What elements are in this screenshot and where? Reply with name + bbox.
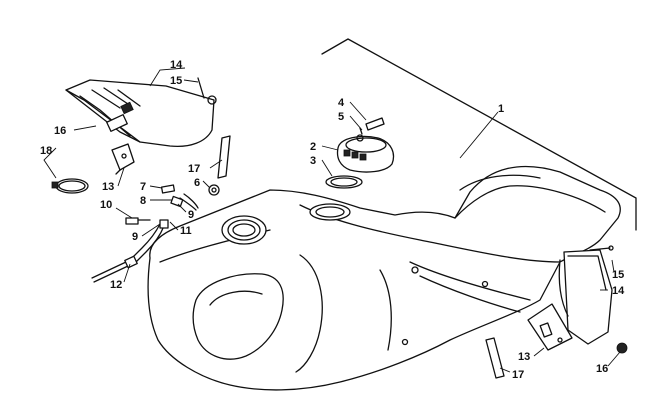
seal-ring [325, 175, 363, 189]
callout-1: 1 [498, 103, 504, 115]
callout-4: 4 [338, 97, 345, 109]
callout-8: 8 [140, 195, 146, 207]
callout-16-right: 16 [596, 363, 608, 375]
callout-17-right: 17 [512, 369, 524, 381]
callout-labels: 1 2 3 4 5 6 7 8 9 9 10 11 12 13 13 14 14… [40, 59, 625, 381]
assembly-bracket [321, 38, 637, 231]
strap-left [217, 135, 231, 179]
hose-clamp [51, 178, 89, 194]
callout-10: 10 [100, 199, 112, 211]
callout-15-left: 15 [170, 75, 182, 87]
push-nut-right [616, 342, 628, 354]
callout-16-left: 16 [54, 125, 66, 137]
callout-2: 2 [310, 141, 316, 153]
left-shroud [65, 79, 217, 148]
callout-13-right: 13 [518, 351, 530, 363]
callout-13-left: 13 [102, 181, 114, 193]
grommet [208, 184, 220, 196]
callout-3: 3 [310, 155, 316, 167]
callout-18: 18 [40, 145, 52, 157]
callout-17-left: 17 [188, 163, 200, 175]
callout-5: 5 [338, 111, 344, 123]
screws [197, 77, 614, 251]
callout-14-right: 14 [612, 285, 625, 297]
callout-9-upper: 9 [188, 209, 194, 221]
callout-14-left: 14 [170, 59, 183, 71]
strap-right [485, 337, 505, 379]
callout-12: 12 [110, 279, 122, 291]
callout-9-lower: 9 [132, 231, 138, 243]
callout-15-right: 15 [612, 269, 624, 281]
callout-11: 11 [180, 225, 192, 237]
callout-7: 7 [140, 181, 146, 193]
fuel-tank [147, 165, 621, 391]
fuel-pump-assembly [336, 134, 395, 173]
cap-part [359, 117, 385, 135]
leader-lines [43, 67, 621, 373]
bracket-right [527, 303, 573, 351]
callout-6: 6 [194, 177, 200, 189]
bracket-left [111, 143, 135, 175]
